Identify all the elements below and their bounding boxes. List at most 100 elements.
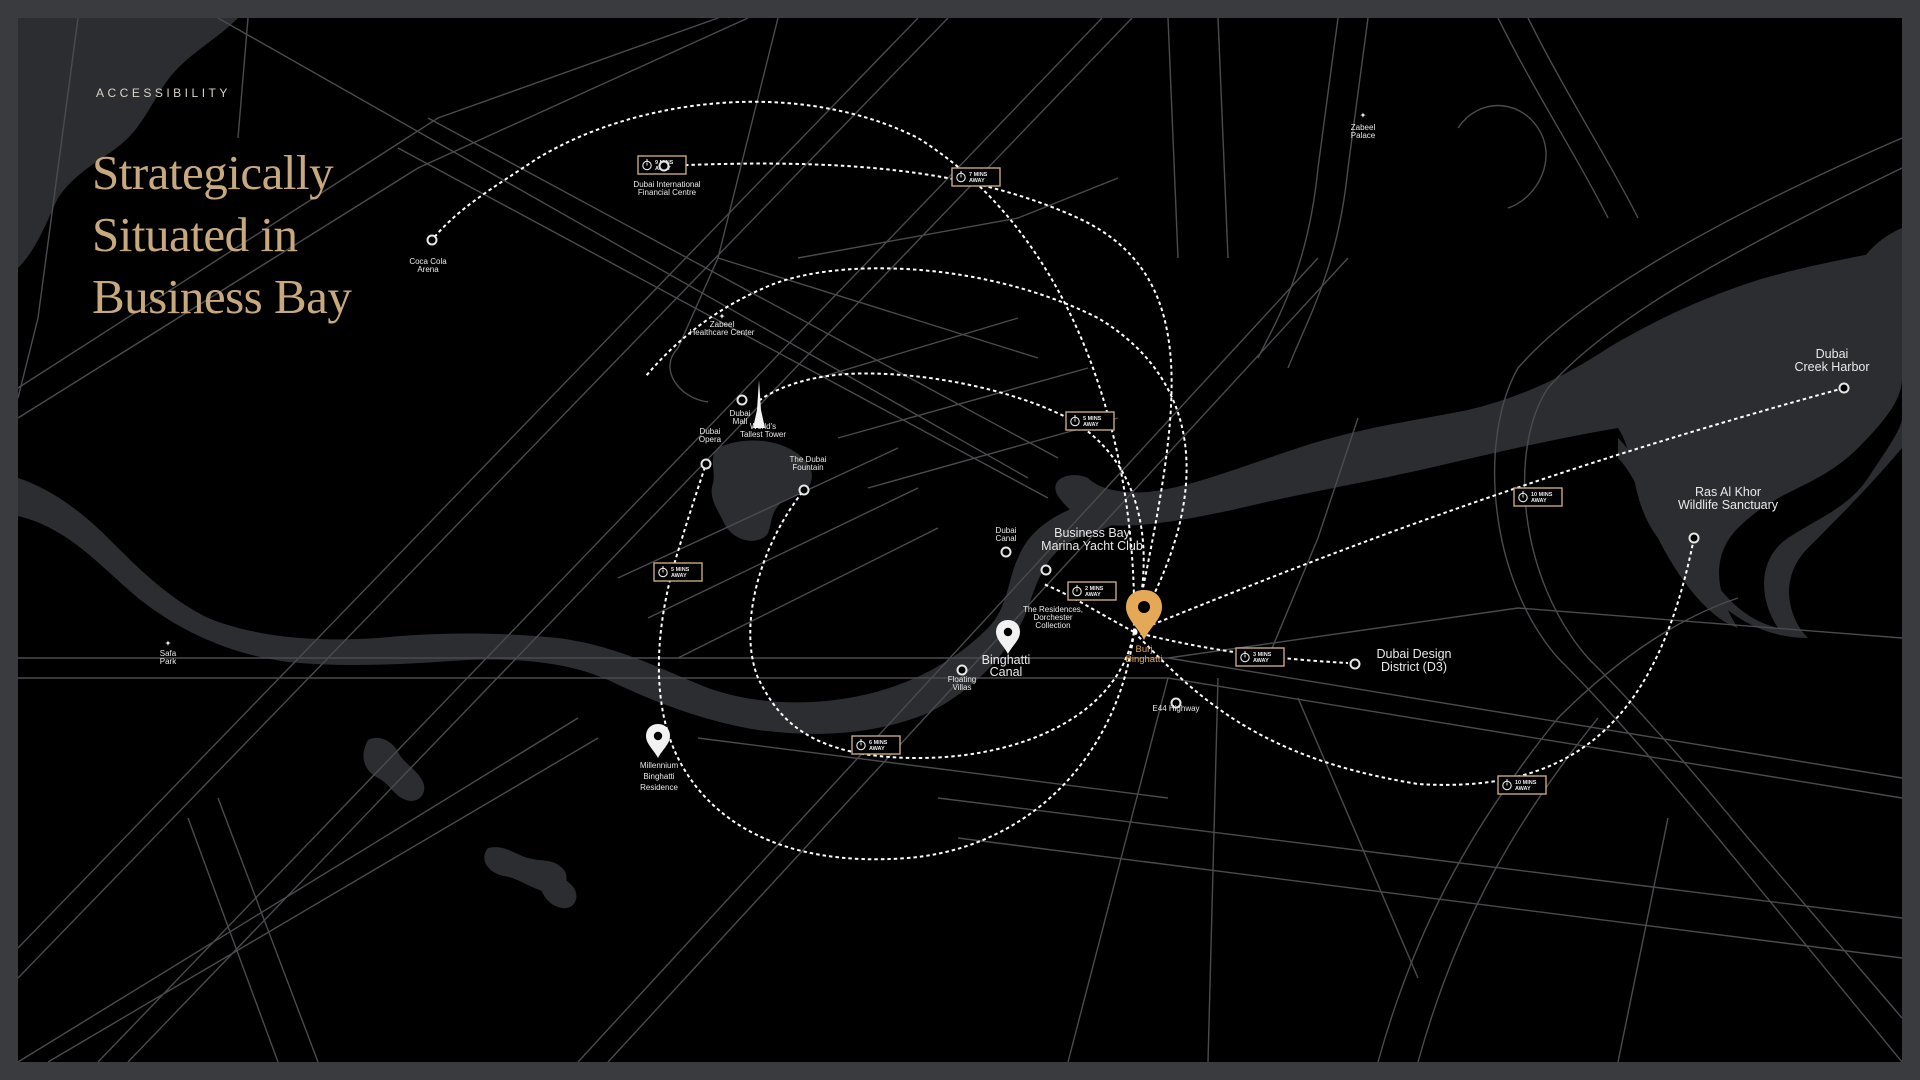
location-dot-icon — [700, 458, 712, 470]
badge-frame — [1235, 647, 1285, 667]
location-dot-icon — [1170, 697, 1182, 709]
safa-lake-1 — [363, 737, 425, 801]
stopwatch-icon — [642, 160, 652, 171]
route-ras-al-khor — [1133, 537, 1695, 786]
location-dot-icon — [1040, 564, 1052, 576]
burj-binghatti-pin-icon[interactable] — [1126, 590, 1162, 640]
place-label-line: Business Bay — [1054, 526, 1130, 540]
place-e44-highway[interactable]: E44 Highway — [1152, 697, 1200, 714]
stopwatch-hand-icon — [1506, 779, 1508, 786]
place-label-line: Residence — [640, 783, 678, 792]
place-label-line: Mall — [733, 417, 748, 426]
badge-frame — [1065, 411, 1115, 431]
location-dot-icon — [426, 234, 438, 246]
route-difc — [663, 162, 1173, 633]
place-label-line: Safa — [160, 649, 177, 658]
location-dot-icon — [1688, 532, 1700, 544]
badge-frame — [1497, 775, 1547, 795]
place-label-line: Marina Yacht Club — [1041, 539, 1143, 553]
location-dot-icon — [736, 394, 748, 406]
badge-label-line: 3 MINS — [1253, 652, 1272, 658]
location-dot-icon — [956, 664, 968, 676]
stopwatch-icon — [658, 567, 668, 578]
marker-star-icon: ✦ — [165, 639, 172, 648]
place-label-line: Opera — [699, 435, 722, 444]
water-bodies — [18, 18, 1902, 909]
millennium-pin-icon — [646, 724, 670, 758]
place-label-line: Coca Cola — [409, 257, 447, 266]
badge-label-line: AWAY — [671, 573, 687, 579]
place-label-line: Binghatti — [643, 772, 674, 781]
place-label: E44 Highway — [1152, 704, 1199, 713]
badge-label-line: AWAY — [969, 178, 985, 184]
title-line: Situated in — [92, 207, 298, 262]
place-label-line: Zabeel — [1351, 123, 1376, 132]
tower-icon — [753, 380, 765, 428]
route-d3 — [1133, 631, 1349, 664]
place-label-line: Floating — [948, 675, 976, 684]
place-label-line: Dubai International — [633, 180, 700, 189]
place-label-line: Tallest Tower — [740, 430, 786, 439]
page-title: Strategically Situated in Business Bay — [92, 142, 352, 328]
place-label-line: Arena — [417, 265, 439, 274]
place-label-line: Wildlife Sanctuary — [1678, 498, 1779, 512]
place-label-line: Binghatti — [982, 653, 1031, 667]
stopwatch-icon — [956, 172, 966, 183]
route-coca-cola-arena — [431, 100, 1136, 633]
place-label-line: Collection — [1035, 621, 1070, 630]
badge-frame — [1067, 581, 1117, 601]
routes — [431, 100, 1845, 861]
dubai-creek-harbor-water — [1798, 228, 1902, 358]
location-dot-icon — [658, 160, 670, 172]
badge-label-line: 2 MINS — [1085, 586, 1104, 592]
place-label-line: Financial Centre — [638, 188, 697, 197]
stopwatch-hand-icon — [1522, 491, 1524, 498]
origin-label-line: Burj — [1136, 644, 1153, 655]
place-label-line: Dorchester — [1033, 613, 1072, 622]
place-label-line: Palace — [1351, 131, 1376, 140]
badge-label-line: 10 MINS — [1515, 780, 1537, 786]
stopwatch-icon — [1518, 492, 1528, 503]
stopwatch-hand-icon — [960, 171, 962, 178]
